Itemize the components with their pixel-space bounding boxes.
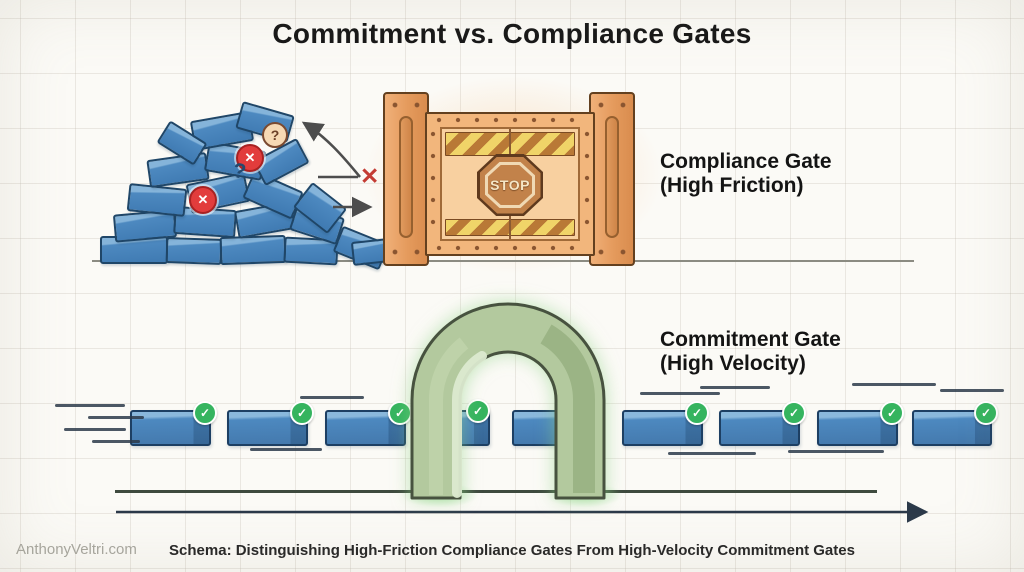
check-badge: ✓: [685, 401, 709, 425]
pile-block: [185, 172, 251, 214]
commitment-gate-label-line2: (High Velocity): [660, 352, 806, 375]
stop-sign: STOP: [477, 154, 543, 216]
pile-block: [112, 209, 178, 243]
compliance-gate-label-line2: (High Friction): [660, 174, 804, 197]
gate-post-right: [589, 92, 635, 266]
speed-line: [852, 383, 936, 386]
error-x-badge: ✕: [236, 144, 264, 172]
pile-block: [156, 120, 208, 166]
compliance-gate: STOP: [383, 88, 635, 266]
pile-block: [173, 205, 237, 239]
compliance-gate-label-line1: Compliance Gate: [660, 150, 832, 173]
stop-sign-text: STOP: [490, 177, 530, 193]
speed-line: [668, 452, 756, 455]
watermark: AnthonyVeltri.com: [16, 541, 137, 558]
commitment-gate-label: Commitment Gate (High Velocity): [660, 328, 841, 376]
gate-post-slot: [399, 116, 413, 238]
check-badge: ✓: [290, 401, 314, 425]
speed-line: [250, 448, 322, 451]
flow-block: ✓: [325, 401, 412, 446]
commitment-gate-label-line1: Commitment Gate: [660, 328, 841, 351]
compliance-ground-line: [92, 260, 914, 262]
bounce-arrows: [301, 121, 373, 218]
speed-line: [64, 428, 126, 431]
rivet-row: [435, 116, 585, 124]
gate-panel: STOP: [425, 112, 595, 256]
pile-block: [203, 141, 267, 181]
pile-block: [189, 111, 255, 151]
page-title: Commitment vs. Compliance Gates: [272, 18, 752, 49]
check-badge: ✓: [974, 401, 998, 425]
speed-line: [300, 396, 364, 399]
speed-line: [55, 404, 125, 407]
stop-sign-ring: STOP: [485, 162, 535, 208]
speed-line: [88, 416, 144, 419]
stop-sign-core: STOP: [488, 165, 532, 205]
gate-panel-inner: STOP: [440, 127, 580, 241]
compliance-gate-label: Compliance Gate (High Friction): [660, 150, 832, 198]
commitment-arch: [410, 302, 606, 500]
rejected-x-mark: ✕: [360, 163, 380, 189]
check-badge: ✓: [880, 401, 904, 425]
gate-post-left: [383, 92, 429, 266]
rivet-column: [583, 130, 591, 238]
rivet-column: [429, 130, 437, 238]
error-x-badge: ✕: [189, 186, 217, 214]
speed-line: [788, 450, 884, 453]
speed-line: [92, 440, 140, 443]
pile-block: [126, 183, 188, 217]
flow-block: ✓: [817, 401, 904, 446]
flow-block: ✓: [227, 401, 314, 446]
flow-block: ✓: [719, 401, 806, 446]
flow-block: ✓: [130, 401, 217, 446]
schema-caption: Schema: Distinguishing High-Friction Com…: [169, 542, 855, 559]
speed-line: [700, 386, 770, 389]
stop-sign-face: STOP: [479, 156, 541, 214]
flow-direction-arrow: [116, 501, 929, 523]
speed-line: [640, 392, 720, 395]
check-badge: ✓: [193, 401, 217, 425]
flow-block: ✓: [622, 401, 709, 446]
gate-post-slot: [605, 116, 619, 238]
rivet-row: [435, 244, 585, 252]
commitment-ground-line: [115, 490, 877, 493]
check-badge: ✓: [782, 401, 806, 425]
question-mark: ?: [231, 159, 248, 184]
flow-block: ✓: [912, 401, 998, 446]
speed-line: [940, 389, 1004, 392]
pile-block: [146, 151, 210, 189]
